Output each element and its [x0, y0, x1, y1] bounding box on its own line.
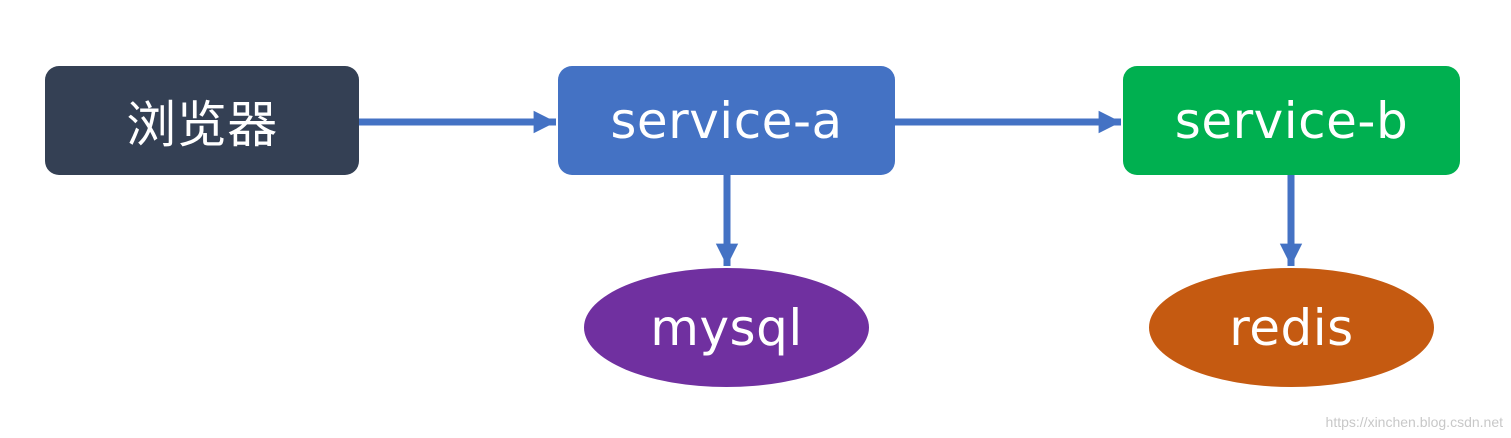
browser-label: 浏览器	[126, 95, 278, 154]
service-a-node: service-a	[558, 66, 895, 175]
service-a-label: service-a	[610, 91, 843, 150]
service-b-node: service-b	[1123, 66, 1460, 175]
watermark-text: https://xinchen.blog.csdn.net	[1325, 414, 1503, 430]
redis-label: redis	[1229, 298, 1354, 357]
redis-node: redis	[1149, 268, 1434, 387]
service-b-label: service-b	[1174, 91, 1409, 150]
mysql-node: mysql	[584, 268, 869, 387]
browser-node: 浏览器	[45, 66, 359, 175]
mysql-label: mysql	[650, 298, 803, 357]
